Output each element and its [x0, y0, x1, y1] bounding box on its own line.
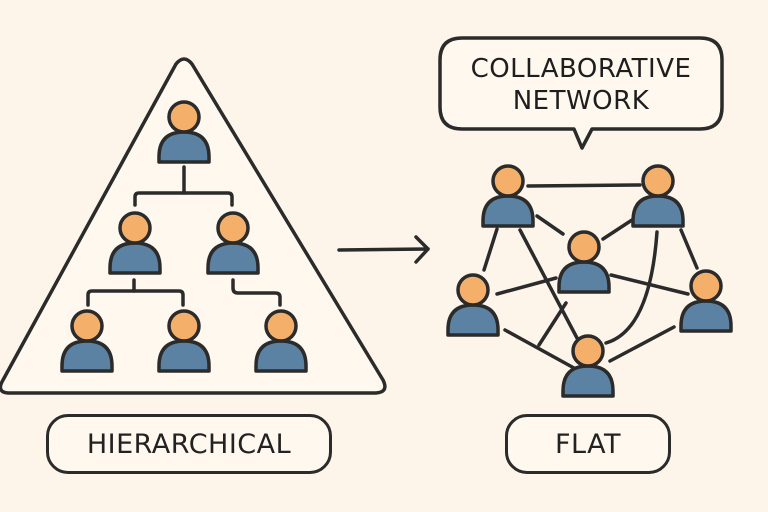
person-head: [118, 211, 152, 245]
person-body: [254, 339, 308, 373]
person-head: [167, 100, 201, 134]
person-body: [631, 194, 685, 228]
hierarchy-person-bottom-icon: [157, 309, 211, 373]
speech-bubble: [438, 36, 724, 150]
person-head: [264, 309, 298, 343]
hierarchy-person-mid-icon: [108, 211, 162, 275]
hierarchy-person-mid-icon: [206, 211, 260, 275]
hierarchical-label-text: HIERARCHICAL: [86, 428, 292, 460]
network-person-icon: [446, 273, 500, 337]
person-body: [561, 364, 615, 398]
person-body: [157, 339, 211, 373]
person-head: [571, 334, 605, 368]
flat-label: FLAT: [505, 414, 671, 474]
hierarchy-person-bottom-icon: [60, 309, 114, 373]
person-head: [216, 211, 250, 245]
network-person-icon: [557, 230, 611, 294]
person-body: [679, 299, 733, 333]
person-body: [446, 303, 500, 337]
person-head: [689, 269, 723, 303]
person-body: [108, 241, 162, 275]
person-head: [641, 164, 675, 198]
person-head: [167, 309, 201, 343]
bubble-line-2: NETWORK: [512, 85, 650, 116]
hierarchy-connectors: [86, 165, 282, 307]
bubble-line-1: COLLABORATIVE: [470, 53, 692, 84]
person-body: [206, 241, 260, 275]
person-body: [557, 260, 611, 294]
network-person-icon: [631, 164, 685, 228]
person-body: [60, 339, 114, 373]
person-head: [456, 273, 490, 307]
network-person-icon: [679, 269, 733, 333]
arrow-icon: [337, 235, 430, 264]
person-head: [567, 230, 601, 264]
hierarchical-label: HIERARCHICAL: [46, 414, 332, 474]
person-head: [70, 309, 104, 343]
network-links: [482, 183, 699, 370]
flat-label-text: FLAT: [554, 428, 622, 460]
network-person-icon: [481, 164, 535, 228]
network-person-icon: [561, 334, 615, 398]
person-head: [491, 164, 525, 198]
collaborative-network-title: COLLABORATIVE NETWORK: [445, 42, 717, 127]
hierarchy-person-top-icon: [157, 100, 211, 164]
hierarchy-triangle: [0, 57, 387, 395]
hierarchy-person-bottom-icon: [254, 309, 308, 373]
person-body: [481, 194, 535, 228]
person-body: [157, 130, 211, 164]
